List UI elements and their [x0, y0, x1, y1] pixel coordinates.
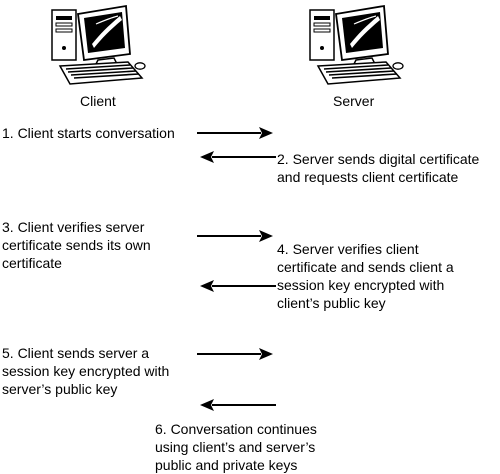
step-6-line-3: public and private keys: [155, 457, 298, 473]
step-4-line-1: 4. Server verifies client: [277, 241, 419, 257]
step-6-line-2: using client’s and server’s: [155, 439, 316, 455]
step-5-text: 5. Client sends server a session key enc…: [2, 344, 169, 398]
step-6-text: 6. Conversation continues using client’s…: [155, 420, 317, 474]
step-4-text: 4. Server verifies client certificate an…: [277, 240, 454, 312]
step-5-line-3: server’s public key: [2, 381, 118, 397]
step-3-line-3: certificate: [2, 255, 62, 271]
step-2-line-2: and requests client certificate: [277, 169, 459, 185]
step-2-text: 2. Server sends digital certificate and …: [277, 150, 479, 186]
step-6-arrow-to-client: [200, 398, 276, 411]
step-2-line-1: 2. Server sends digital certificate: [277, 151, 480, 167]
step-2-arrow-to-client: [200, 150, 276, 163]
step-5-line-1: 5. Client sends server a: [2, 345, 150, 361]
server-computer-icon: [306, 4, 406, 89]
step-1-text: 1. Client starts conversation: [2, 124, 175, 142]
step-4-line-3: session key encrypted with: [277, 277, 445, 293]
client-label: Client: [80, 93, 116, 109]
step-4-arrow-to-client: [200, 279, 276, 292]
step-3-arrow-to-server: [197, 229, 273, 242]
step-1-arrow-to-server: [197, 126, 273, 139]
step-6-line-1: 6. Conversation continues: [155, 421, 317, 437]
step-3-line-2: certificate sends its own: [2, 237, 151, 253]
step-4-line-2: certificate and sends client a: [277, 259, 454, 275]
step-3-line-1: 3. Client verifies server: [2, 219, 145, 235]
step-4-line-4: client’s public key: [277, 295, 386, 311]
step-5-line-2: session key encrypted with: [2, 363, 170, 379]
step-3-text: 3. Client verifies server certificate se…: [2, 218, 151, 272]
client-computer-icon: [48, 4, 148, 89]
server-label: Server: [333, 93, 375, 109]
step-1-line-1: 1. Client starts conversation: [2, 125, 175, 141]
step-5-arrow-to-server: [197, 347, 273, 360]
